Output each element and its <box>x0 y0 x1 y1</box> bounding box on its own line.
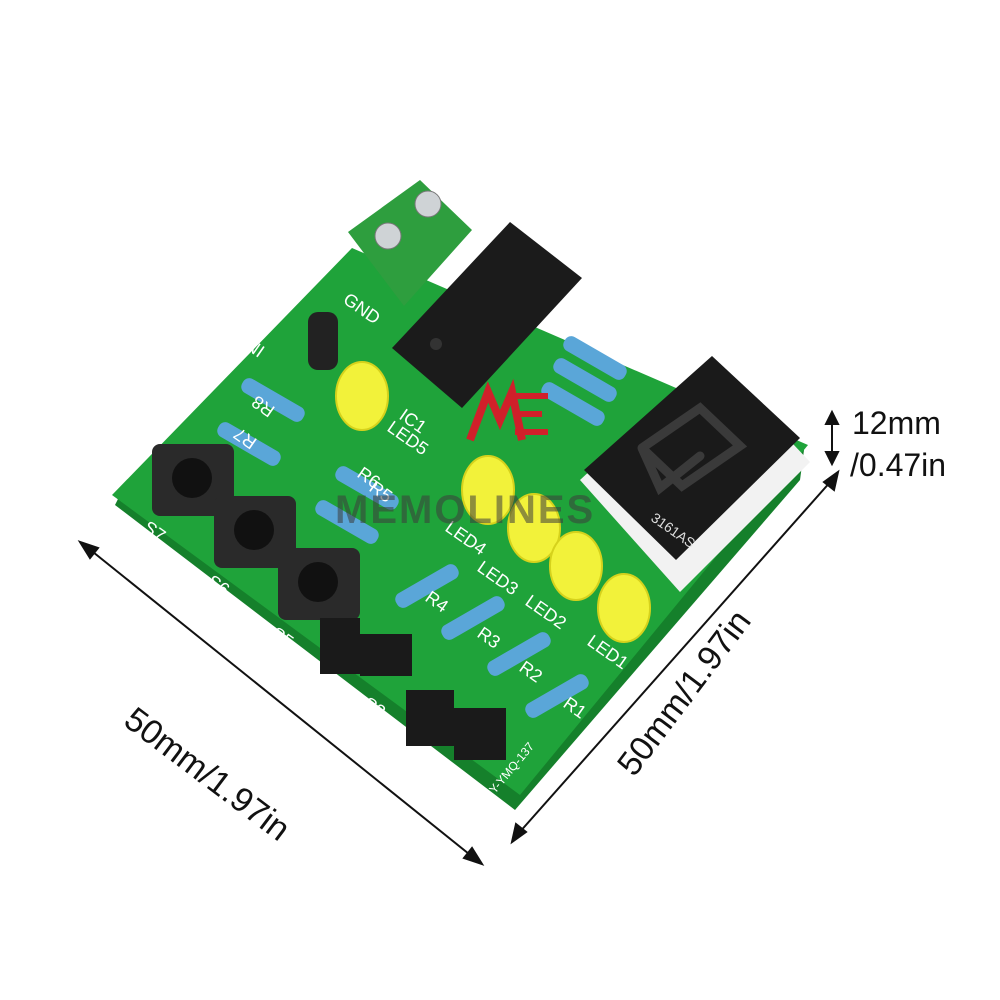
button-cap <box>172 458 212 498</box>
brand-logo <box>466 378 548 442</box>
depth-arrowhead-start <box>510 822 528 845</box>
depth-arrowhead-end <box>822 469 840 492</box>
label-jumper-s2: S2 <box>402 747 432 776</box>
jumper-s3 <box>360 634 412 676</box>
resistor <box>563 336 627 380</box>
resistor <box>217 422 281 466</box>
screw-icon <box>374 222 402 250</box>
led-group <box>335 361 651 643</box>
width-arrow <box>87 547 475 859</box>
height-dimension-label: 12mm <box>852 405 941 441</box>
width-arrowhead-start <box>77 540 100 560</box>
resistor <box>553 358 617 402</box>
ic-notch-icon <box>430 338 442 350</box>
jumper-s1 <box>454 708 506 760</box>
button-cap <box>298 562 338 602</box>
height-dimension-label-inch: /0.47in <box>850 447 947 483</box>
jumper-headers <box>320 618 506 760</box>
logo-e-mark <box>515 393 548 435</box>
resistor <box>525 674 589 718</box>
depth-arrow <box>517 479 833 835</box>
ic-chip <box>392 222 582 408</box>
led-yellow <box>335 361 389 431</box>
terminal-body <box>348 180 472 306</box>
height-arrowhead-top <box>824 409 840 425</box>
capacitor <box>308 312 338 370</box>
screw-icon <box>414 190 442 218</box>
dimension-arrows <box>77 409 840 866</box>
width-arrowhead-end <box>462 846 485 866</box>
led-yellow <box>507 493 561 563</box>
resistor <box>487 632 551 676</box>
seven-segment-display <box>580 356 810 592</box>
logo-m-mark <box>466 378 526 442</box>
resistor <box>441 596 505 640</box>
tactile-buttons <box>152 444 360 620</box>
terminal-block <box>348 180 472 306</box>
led-yellow <box>461 455 515 525</box>
digit-segments <box>637 402 748 496</box>
digit-outline <box>637 402 748 496</box>
height-arrowhead-bottom <box>824 451 840 467</box>
watermark: MEMOLINES <box>335 488 596 532</box>
button-cap <box>234 510 274 550</box>
resistor <box>241 378 305 422</box>
resistor <box>395 564 459 608</box>
jumper-s2 <box>406 690 454 746</box>
pcb-surface <box>112 248 808 795</box>
resistor-group <box>217 336 627 718</box>
resistor <box>335 466 399 510</box>
led-yellow <box>597 573 651 643</box>
pcb-board <box>112 248 808 810</box>
jumper-s4 <box>320 618 360 674</box>
label-jumper-s4: S4 <box>308 673 338 702</box>
resistor <box>315 500 379 544</box>
led-yellow <box>549 531 603 601</box>
resistor <box>541 382 605 426</box>
